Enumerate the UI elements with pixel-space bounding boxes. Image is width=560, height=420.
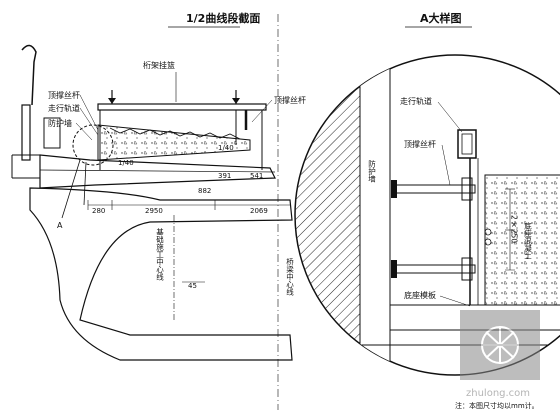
detail-circle-a <box>72 124 114 166</box>
label-concrete: 底座混凝土 <box>523 221 532 260</box>
label-top-rod-detail: 顶撑丝杆 <box>404 139 436 149</box>
label-top-rod-left: 顶撑丝杆 <box>48 90 80 100</box>
label-hanging-frame: 桁架挂篮 <box>143 60 175 70</box>
top-beam <box>97 103 267 111</box>
dim-2069: 2069 <box>250 207 268 215</box>
ratio-left: 1/40 <box>118 159 134 167</box>
dim-2x250: 2×250 <box>510 215 519 243</box>
watermark: zhulong.com <box>460 310 540 399</box>
dim-391: 391 <box>218 172 231 180</box>
girder-section <box>97 124 251 161</box>
label-guard-wall: 防护墙 <box>48 118 72 128</box>
label-top-rod-right: 顶撑丝杆 <box>274 95 306 105</box>
dim-882: 882 <box>198 187 211 195</box>
dim-45: 45 <box>188 282 197 290</box>
walking-track-block <box>457 129 477 159</box>
ratio-right: 1/40 <box>218 144 234 152</box>
dim-541: 541 <box>250 172 263 180</box>
left-panel-title: 1/2曲线段截面 <box>186 11 260 25</box>
dim-2950: 2950 <box>145 207 163 215</box>
top-rod-upper <box>394 184 476 194</box>
detail-mark-a: A <box>57 221 63 230</box>
label-centerline-right: 桥梁中心线 <box>285 257 294 296</box>
watermark-text: zhulong.com <box>466 388 530 399</box>
top-rod-lower <box>394 264 476 274</box>
box-girder-outline <box>29 187 293 361</box>
note-text: 注：本图尺寸均以mm计。 <box>455 401 539 410</box>
label-centerline-left: 基础施工中心线 <box>155 227 164 281</box>
label-walking-track-detail: 走行轨道 <box>400 96 432 106</box>
label-walking-track: 走行轨道 <box>48 103 80 113</box>
label-guard-wall-detail: 防护墙 <box>367 159 376 184</box>
label-bottom-form: 底座模板 <box>404 290 436 300</box>
right-panel-title: A大样图 <box>420 11 462 25</box>
left-section-drawing: 1/2曲线段截面 A <box>11 11 306 410</box>
dim-280: 280 <box>92 207 105 215</box>
